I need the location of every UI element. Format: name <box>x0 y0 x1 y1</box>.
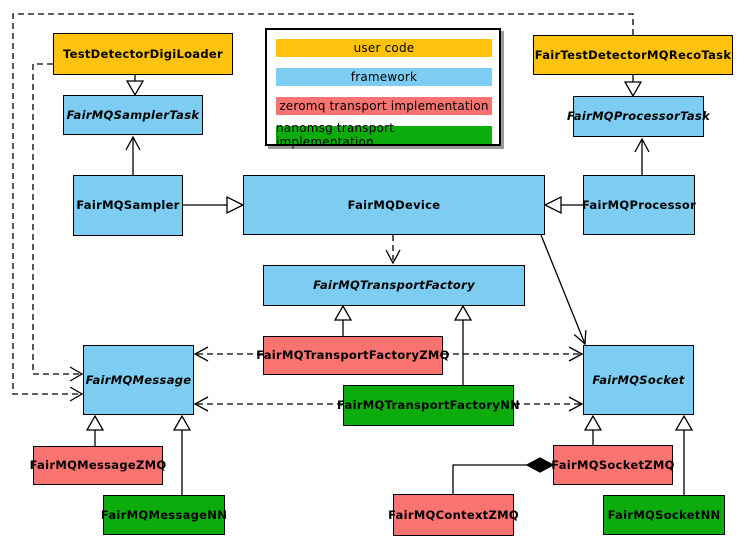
inheritance-arrow-recotask-processortask <box>623 75 643 98</box>
legend-item-nanomsg: nanomsg transport implementation <box>276 121 492 149</box>
class-fairmqprocessortask: FairMQProcessorTask <box>567 96 710 137</box>
dependency-arrow-digiloader-message <box>32 63 84 382</box>
inheritance-arrow-tfnn-tf <box>453 304 473 385</box>
class-fairmqtransportfactory: FairMQTransportFactory <box>263 265 525 306</box>
class-fairmqsocket: FairMQSocket <box>583 345 694 415</box>
association-arrow-sampler-samplertask <box>125 135 141 175</box>
class-fairmqtransportfactoryzmq: FairMQTransportFactoryZMQ <box>256 336 449 375</box>
inheritance-arrow-msgzmq-message <box>85 414 105 446</box>
dependency-arrow-tfnn-message <box>193 396 343 412</box>
class-fairmqmessagenn: FairMQMessageNN <box>101 495 227 535</box>
class-fairmqtransportfactorynn: FairMQTransportFactoryNN <box>337 385 520 426</box>
class-testdetectordigiloader: TestDetectorDigiLoader <box>53 33 233 75</box>
legend-item-framework: framework <box>276 68 492 86</box>
inheritance-arrow-processor-device <box>543 195 583 215</box>
class-fairmqsocketnn: FairMQSocketNN <box>603 495 725 535</box>
inheritance-arrow-msgnn-message <box>172 414 192 495</box>
dependency-arrow-tfzmq-message <box>193 346 263 362</box>
inheritance-arrow-socknn-socket <box>674 414 694 495</box>
legend-label: nanomsg transport implementation <box>276 121 395 149</box>
legend-label: user code <box>353 41 415 55</box>
legend: user code framework zeromq transport imp… <box>265 28 501 149</box>
class-fairmqprocessor: FairMQProcessor <box>582 175 696 235</box>
class-fairtestdetectormqrecotask: FairTestDetectorMQRecoTask <box>533 35 733 75</box>
dependency-arrow-tfnn-socket <box>514 396 584 412</box>
legend-label: framework <box>350 70 418 84</box>
legend-item-user-code: user code <box>276 39 492 57</box>
composition-edge-contextzmq-sockzmq <box>452 457 555 494</box>
class-fairmqsamplertask: FairMQSamplerTask <box>63 95 203 135</box>
inheritance-arrow-sampler-device <box>183 195 245 215</box>
dependency-arrow-tfzmq-socket <box>443 346 584 362</box>
dependency-arrow-recotask-message <box>12 13 634 402</box>
inheritance-arrow-sockzmq-socket <box>583 414 603 445</box>
class-fairmqmessage: FairMQMessage <box>83 345 194 415</box>
class-fairmqcontextzmq: FairMQContextZMQ <box>388 494 519 536</box>
inheritance-arrow-digiloader-samplertask <box>125 75 145 97</box>
inheritance-arrow-tfzmq-tf <box>333 304 353 336</box>
class-fairmqsampler: FairMQSampler <box>73 175 183 236</box>
association-arrow-device-socket <box>540 234 587 346</box>
legend-item-zeromq: zeromq transport implementation <box>276 97 492 115</box>
association-arrow-processor-processortask <box>634 137 650 175</box>
class-fairmqsocketzmq: FairMQSocketZMQ <box>551 445 674 485</box>
legend-label: zeromq transport implementation <box>279 99 489 113</box>
class-fairmqdevice: FairMQDevice <box>243 175 545 235</box>
class-fairmqmessagezmq: FairMQMessageZMQ <box>30 446 166 485</box>
dependency-arrow-device-transportfactory <box>385 235 401 265</box>
